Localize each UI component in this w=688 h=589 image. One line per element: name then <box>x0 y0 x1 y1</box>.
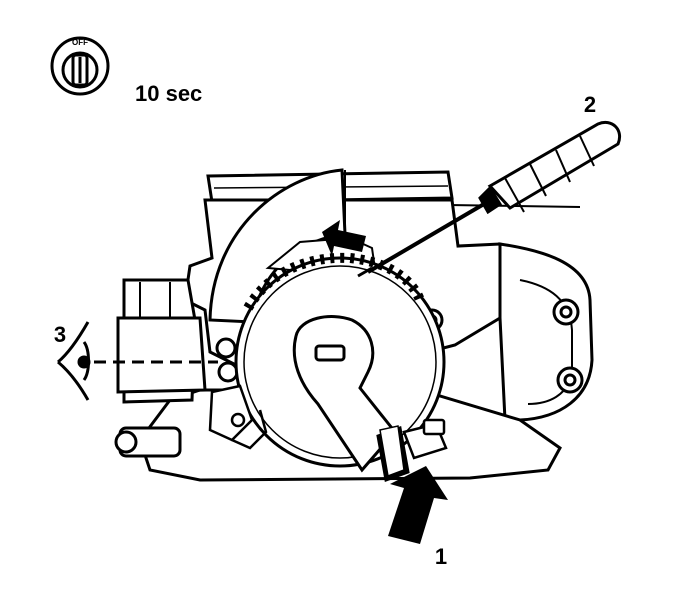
linkage-bracket <box>208 384 268 450</box>
callout-label-1: 1 <box>435 544 447 569</box>
adjust-screw <box>402 418 448 460</box>
rotation-arrow <box>322 220 366 256</box>
callout-label-2: 2 <box>584 92 596 117</box>
ignition-switch-off-icon <box>50 36 110 96</box>
duration-label: 10 sec <box>135 81 202 106</box>
callout-label-3: 3 <box>54 322 66 347</box>
viewing-eye-icon <box>57 321 218 401</box>
switch-off-label: OFF <box>72 38 88 47</box>
screwdriver <box>357 121 621 278</box>
throttle-lever <box>292 315 410 483</box>
push-direction-arrow <box>388 466 448 544</box>
